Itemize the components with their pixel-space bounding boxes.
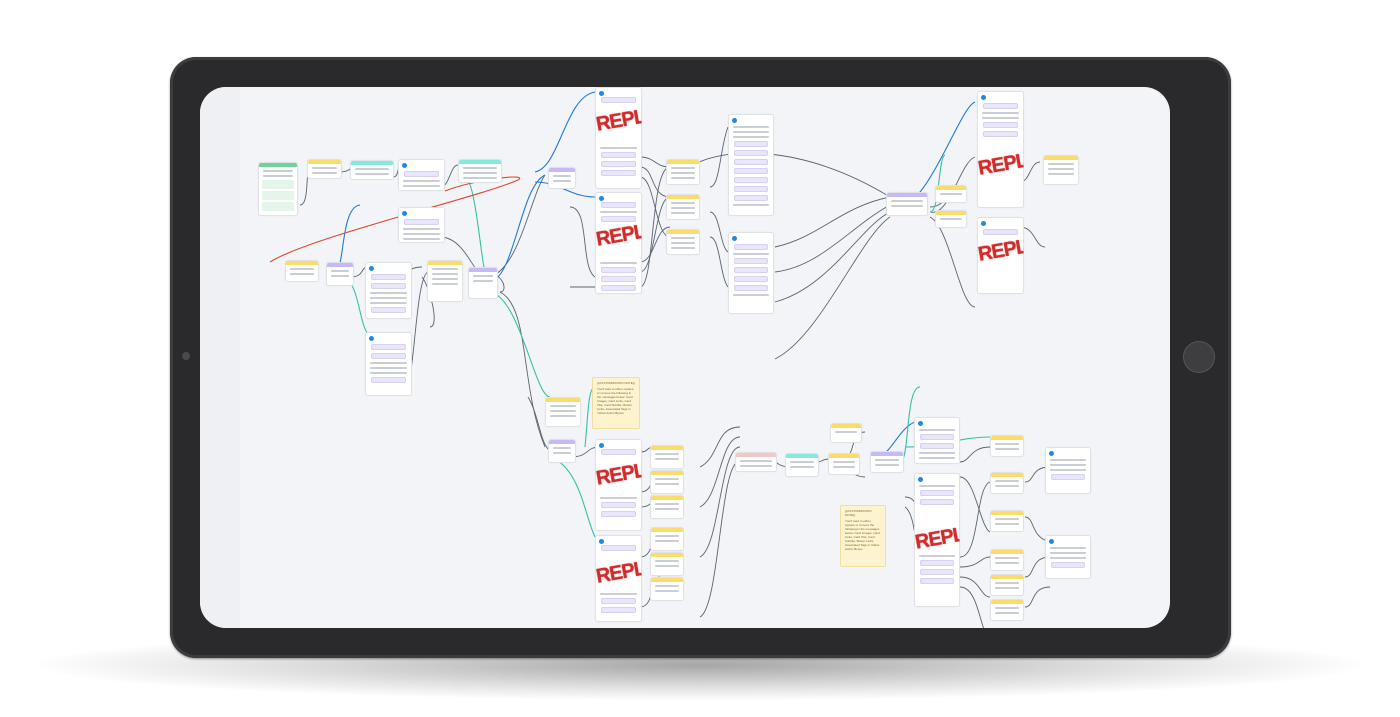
note-text: You'll want to either replace or remove … xyxy=(597,387,634,415)
message-node[interactable] xyxy=(728,114,774,216)
messenger-icon xyxy=(599,539,604,544)
action-node[interactable] xyxy=(1043,155,1079,185)
messenger-icon xyxy=(981,221,986,226)
randomizer-node[interactable] xyxy=(548,439,576,463)
messenger-icon xyxy=(981,95,986,100)
canvas-left-strip xyxy=(200,87,240,628)
messenger-icon xyxy=(918,477,923,482)
action-node[interactable] xyxy=(990,510,1024,532)
action-node[interactable] xyxy=(650,577,684,601)
messenger-icon xyxy=(599,443,604,448)
messenger-icon xyxy=(599,91,604,96)
card-message-node[interactable]: REPLACE xyxy=(594,87,643,189)
message-node[interactable] xyxy=(1045,535,1091,579)
action-node[interactable] xyxy=(666,194,700,220)
message-node[interactable] xyxy=(728,232,774,314)
home-button[interactable] xyxy=(1183,341,1215,373)
messenger-icon xyxy=(402,211,407,216)
action-node[interactable] xyxy=(990,435,1024,457)
action-node[interactable] xyxy=(650,445,684,469)
note-title: {{CUSTOMIZATION NOTE}} xyxy=(597,381,635,385)
camera-icon xyxy=(182,352,190,360)
randomizer-node[interactable] xyxy=(326,262,354,286)
message-node[interactable] xyxy=(365,262,412,319)
flow-canvas[interactable]: REPLACE REPLACE REPLACE REPLACE {{CUSTOM… xyxy=(200,87,1170,628)
condition-node[interactable] xyxy=(785,453,819,477)
action-node[interactable] xyxy=(935,210,967,228)
card-message-node[interactable]: REPLACE xyxy=(594,535,643,622)
replace-stamp: REPLACE xyxy=(976,232,1026,266)
card-message-node[interactable]: REPLACE xyxy=(976,217,1026,294)
action-node[interactable] xyxy=(650,552,684,576)
action-node[interactable] xyxy=(285,260,319,282)
replace-stamp: REPLACE xyxy=(976,146,1026,180)
action-node[interactable] xyxy=(650,470,684,494)
action-node[interactable] xyxy=(545,397,581,427)
message-node[interactable] xyxy=(365,332,412,396)
tablet-frame: REPLACE REPLACE REPLACE REPLACE {{CUSTOM… xyxy=(170,57,1231,658)
note-text: You'll want to either replace or remove … xyxy=(845,519,880,551)
action-node[interactable] xyxy=(935,185,967,203)
messenger-icon xyxy=(599,196,604,201)
smart-delay-node[interactable] xyxy=(735,452,777,472)
action-node[interactable] xyxy=(650,527,684,551)
message-node[interactable] xyxy=(398,159,445,191)
messenger-icon xyxy=(402,163,407,168)
action-node[interactable] xyxy=(828,453,860,475)
condition-node[interactable] xyxy=(458,159,502,183)
customization-note: {{CUSTOMIZATION NOTE}} You'll want to ei… xyxy=(592,377,640,429)
action-node[interactable] xyxy=(990,472,1024,494)
messenger-icon xyxy=(369,266,374,271)
card-message-node[interactable]: REPLACE xyxy=(594,192,643,294)
condition-node[interactable] xyxy=(886,192,928,216)
action-node[interactable] xyxy=(650,495,684,519)
messenger-icon xyxy=(732,118,737,123)
replace-stamp: REPLACE xyxy=(913,520,962,554)
card-message-node[interactable]: REPLACE xyxy=(913,473,962,607)
action-node[interactable] xyxy=(427,260,463,302)
action-node[interactable] xyxy=(990,574,1024,596)
messenger-icon xyxy=(369,336,374,341)
customization-note: {{CUSTOMIZATION NOTE}} You'll want to ei… xyxy=(840,505,886,567)
action-node[interactable] xyxy=(666,159,700,185)
randomizer-node[interactable] xyxy=(870,451,904,473)
card-message-node[interactable]: REPLACE xyxy=(594,439,643,531)
note-title: {{CUSTOMIZATION NOTE}} xyxy=(845,509,872,517)
condition-node[interactable] xyxy=(350,160,394,180)
start-node[interactable] xyxy=(258,162,298,216)
action-node[interactable] xyxy=(990,599,1024,621)
messenger-icon xyxy=(732,236,737,241)
message-node[interactable] xyxy=(1045,447,1091,494)
messenger-icon xyxy=(918,421,923,426)
action-node[interactable] xyxy=(307,159,342,179)
messenger-icon xyxy=(1049,539,1054,544)
action-node[interactable] xyxy=(666,229,700,255)
randomizer-node[interactable] xyxy=(548,167,576,189)
action-node[interactable] xyxy=(990,549,1024,571)
randomizer-node[interactable] xyxy=(468,267,498,299)
messenger-icon xyxy=(1049,451,1054,456)
message-node[interactable] xyxy=(914,417,960,464)
card-message-node[interactable]: REPLACE xyxy=(976,91,1026,208)
action-node[interactable] xyxy=(830,423,862,443)
message-node[interactable] xyxy=(398,207,445,243)
